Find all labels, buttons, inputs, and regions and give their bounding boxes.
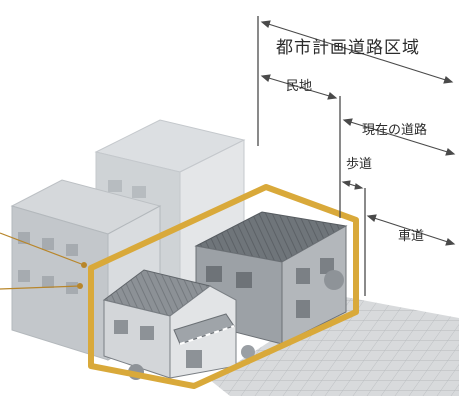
house-two-storey [194, 211, 348, 345]
leader-lines [0, 232, 87, 290]
label-urban-planning-road-area: 都市計画道路区域 [276, 38, 420, 58]
shop-house [102, 269, 237, 379]
background-building-left [10, 179, 162, 361]
label-private-land: 民地 [286, 79, 313, 94]
private-land-highlight-outline [88, 184, 359, 389]
dimension-arrows [260, 20, 456, 246]
label-roadway: 車道 [398, 229, 425, 244]
label-current-road: 現在の道路 [362, 123, 428, 138]
label-sidewalk: 歩道 [346, 157, 373, 172]
boundary-lines [257, 16, 366, 296]
road-surface [210, 296, 459, 396]
